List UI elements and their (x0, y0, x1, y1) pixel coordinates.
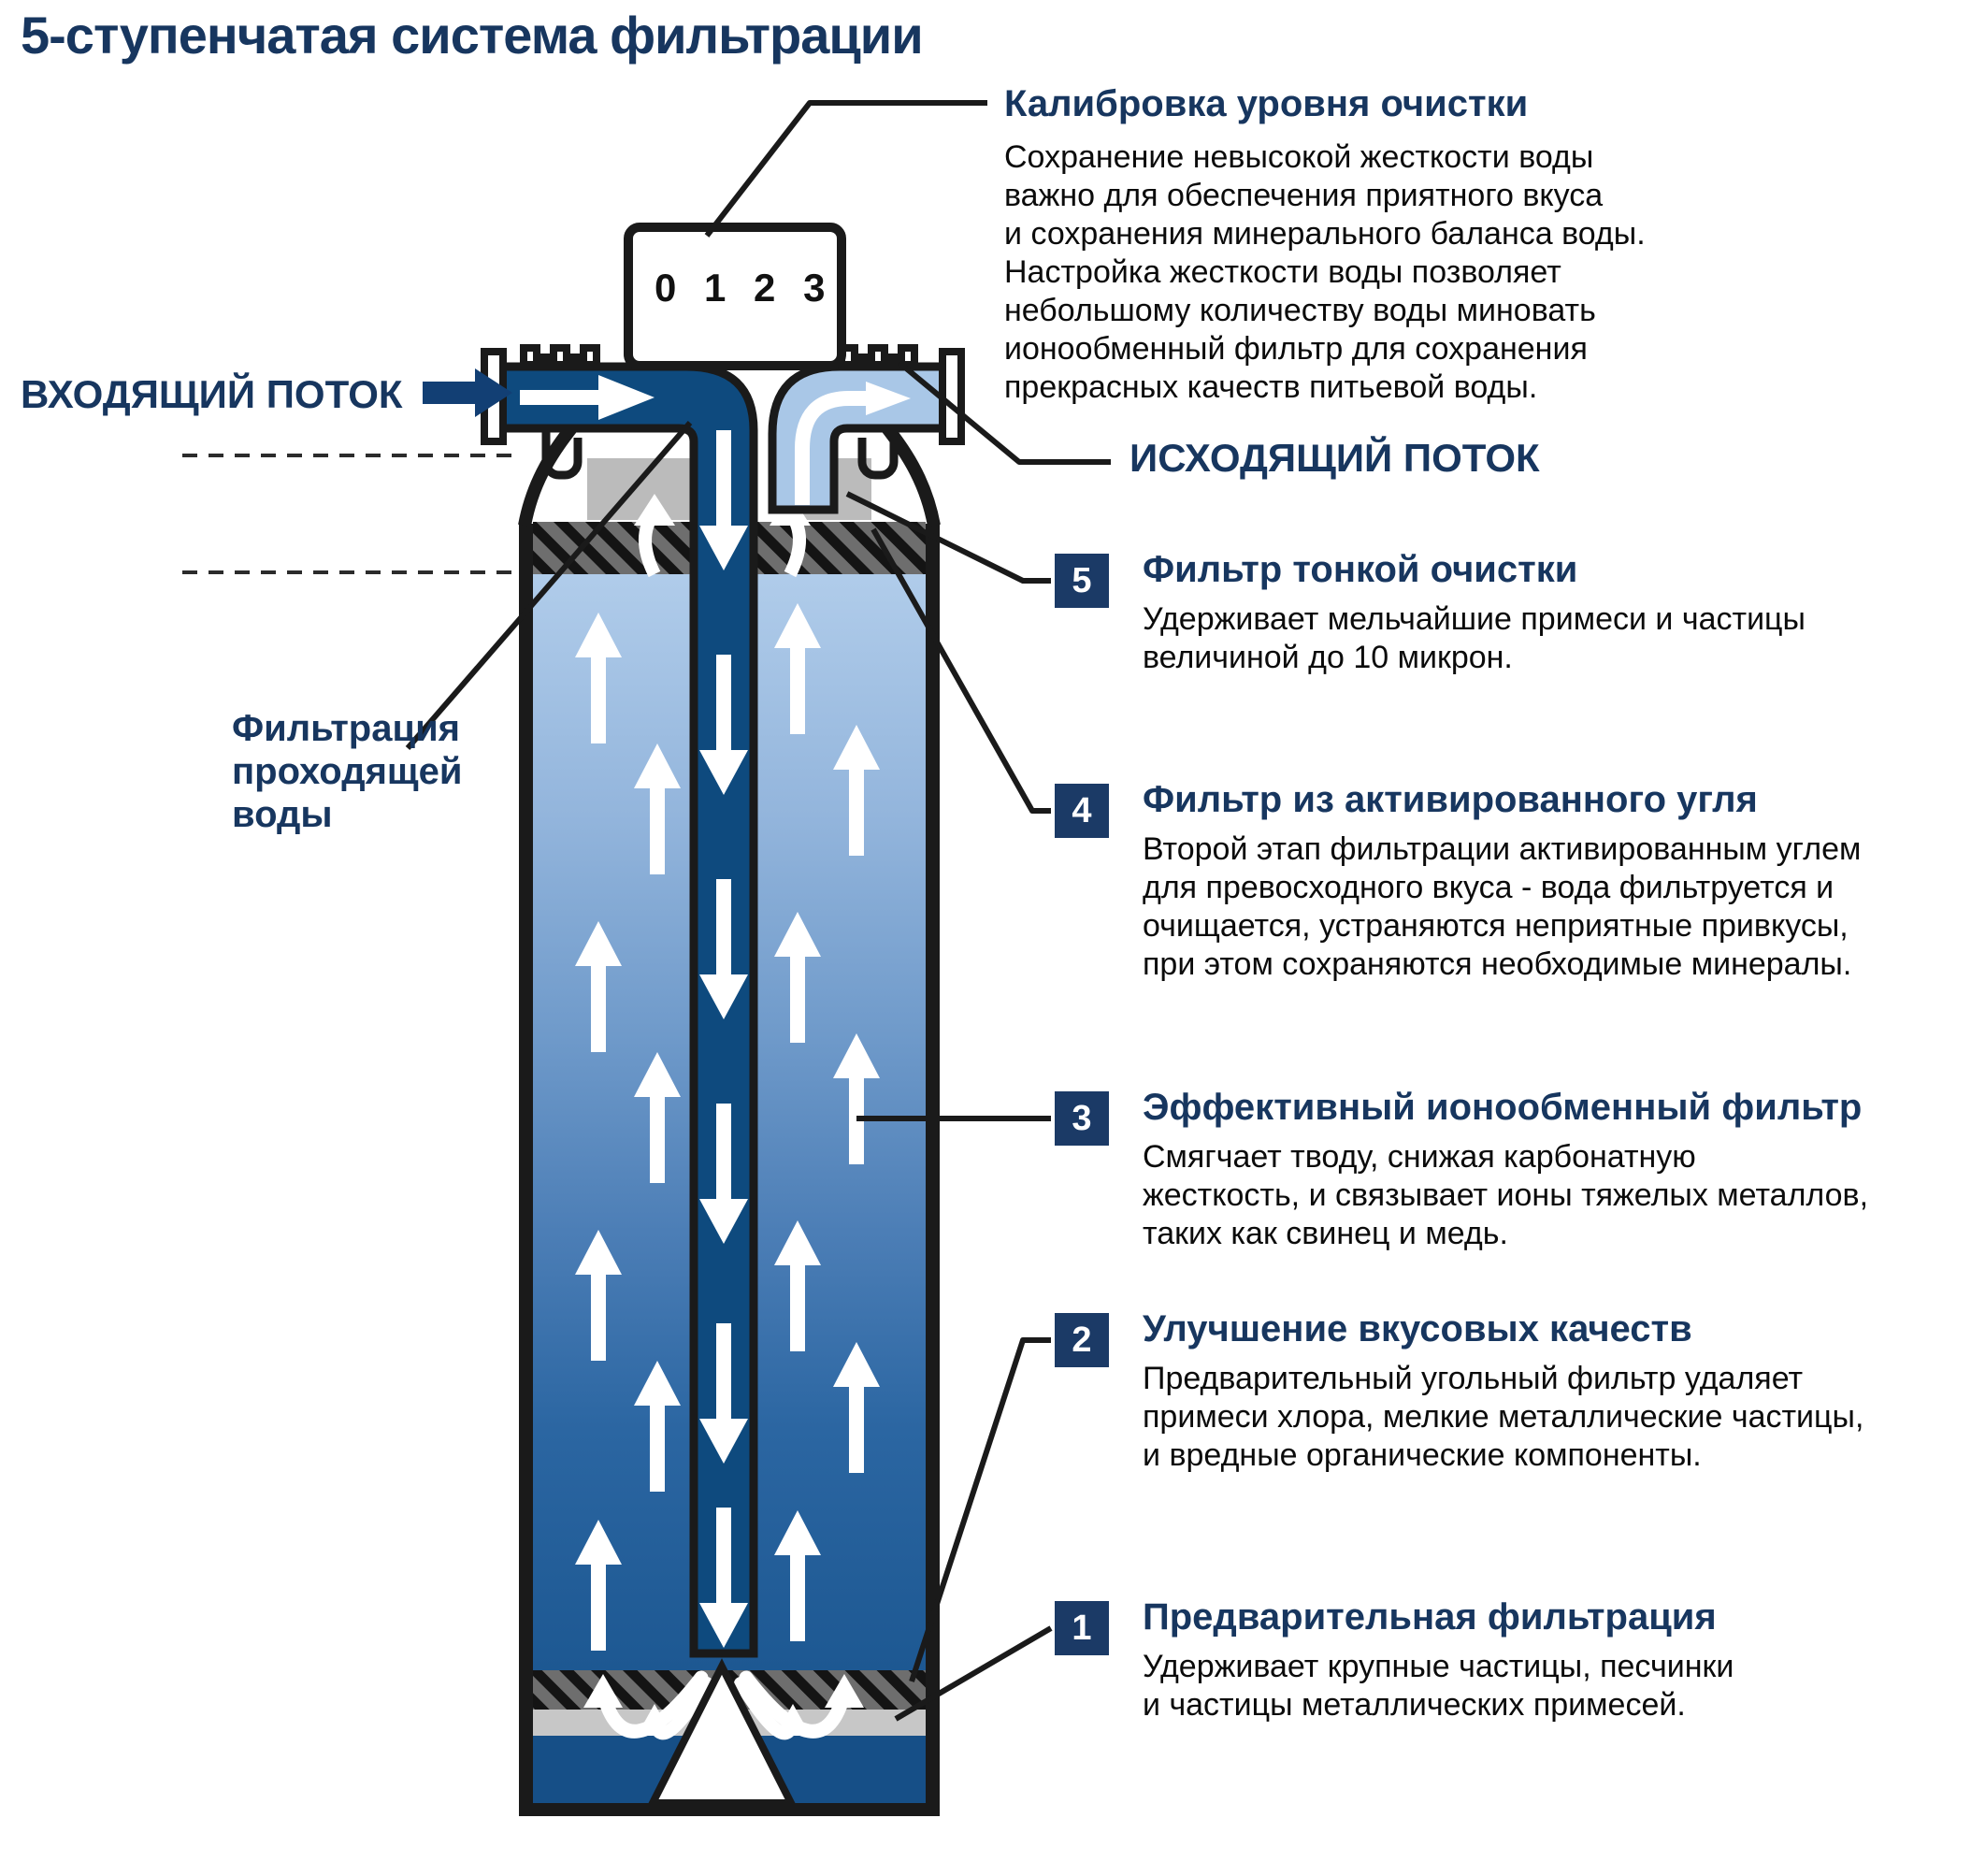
dial-numbers: 0 1 2 3 (655, 266, 833, 310)
collar-left (587, 458, 694, 520)
stage-2-badge: 2 (1055, 1313, 1109, 1367)
stage-3-badge: 3 (1055, 1091, 1109, 1146)
line-stage-5 (845, 491, 1051, 584)
bottom-curved-arrows (583, 1670, 864, 1740)
stage-3-heading: Эффективный ионообменный фильтр (1143, 1087, 1863, 1128)
line-dial-callout (704, 100, 987, 238)
stage-5-badge: 5 (1055, 554, 1109, 608)
stage-4-heading: Фильтр из активированного угля (1143, 779, 1758, 820)
stage-4: 4 Фильтр из активированного угля Второй … (1055, 778, 1928, 984)
stage-4-badge: 4 (1055, 784, 1109, 838)
hardness-dial: 0 1 2 3 (624, 223, 846, 370)
line-stage-4 (870, 527, 1051, 814)
stage-2-heading: Улучшение вкусовых качеств (1143, 1308, 1692, 1349)
line-passing-label (405, 421, 693, 750)
flow-arrows (520, 375, 911, 1648)
stage-1: 1 Предварительная фильтрация Удерживает … (1055, 1595, 1928, 1724)
stage-4-body: Второй этап фильтрации активированным уг… (1143, 831, 1862, 982)
stage-5-heading: Фильтр тонкой очистки (1143, 549, 1578, 590)
calibration-heading: Калибровка уровня очистки (1004, 83, 1529, 124)
outflow-label: ИСХОДЯЩИЙ ПОТОК (1129, 436, 1540, 480)
line-stage-2 (909, 1337, 1051, 1682)
cartridge-shell (518, 412, 941, 1816)
stage-2: 2 Улучшение вкусовых качеств Предварител… (1055, 1307, 1928, 1475)
stage-5: 5 Фильтр тонкой очистки Удерживает мельч… (1055, 548, 1928, 677)
stage-3: 3 Эффективный ионообменный фильтр Смягча… (1055, 1086, 1928, 1253)
stage-1-badge: 1 (1055, 1601, 1109, 1655)
page-title: 5-ступенчатая система фильтрации (21, 6, 924, 65)
zone-dashed-lines (182, 454, 520, 574)
inflow-label: ВХОДЯЩИЙ ПОТОК (21, 372, 403, 416)
line-stage-1 (894, 1625, 1053, 1722)
stage-1-heading: Предварительная фильтрация (1143, 1596, 1717, 1638)
connector-lines (405, 100, 1111, 1722)
inflow-arrow-icon (423, 368, 512, 417)
line-outflow (898, 360, 1111, 465)
distribution-cone (646, 1658, 798, 1807)
